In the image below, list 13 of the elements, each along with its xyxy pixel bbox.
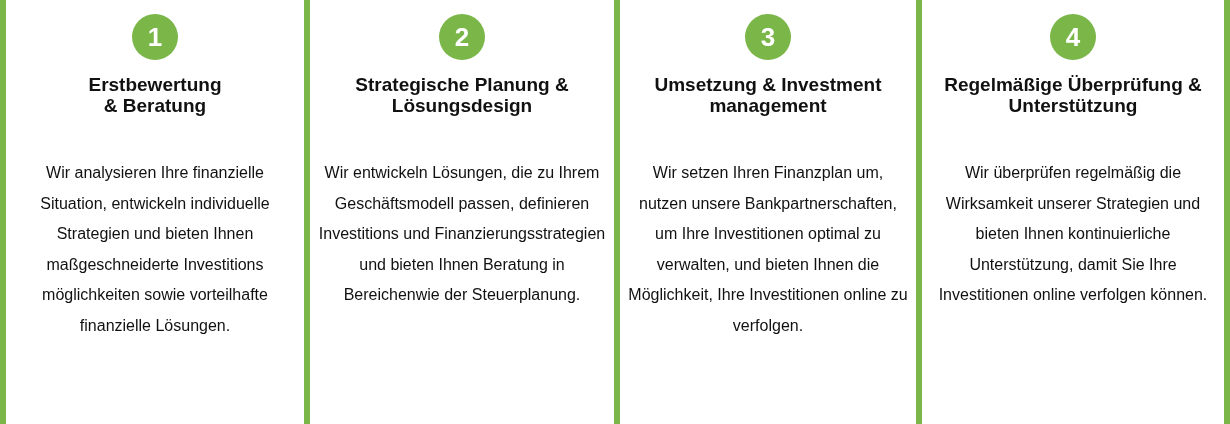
step-heading: Umsetzung & Investment management	[653, 74, 883, 116]
step-number: 3	[745, 14, 791, 60]
step-heading: Strategische Planung & Lösungsdesign	[354, 74, 570, 116]
step-number: 1	[132, 14, 178, 60]
step-number: 4	[1050, 14, 1096, 60]
step-description: Wir überprüfen regelmäßig die Wirksamkeit unserer Strategien und bieten Ihnen kontinuierliche Unterstützung, damit Sie Ihre Investitionen online verfolgen können.	[937, 163, 1209, 305]
step-number: 2	[439, 14, 485, 60]
step-heading: Regelmäßige Überprüfung & Unterstützung	[943, 74, 1203, 116]
step-heading: Erstbewertung & Beratung	[87, 74, 223, 116]
step-description: Wir entwickeln Lösungen, die zu Ihrem Geschäftsmodell passen, definieren Investitions und Finanzierungsstrategien und bieten Ihnen Beratung in Bereichenwie der Steuerplanung.	[318, 163, 606, 305]
step-description: Wir setzen Ihren Finanzplan um, nutzen unsere Bankpartnerschaften, um Ihre Investitionen optimal zu verwalten, und bieten Ihnen die Möglichkeit, Ihre Investitionen online zu verfolgen.	[628, 163, 908, 336]
step-column	[916, 0, 1230, 424]
step-description: Wir analysieren Ihre finanzielle Situation, entwickeln individuelle Strategien und bieten Ihnen maßgeschneiderte Investitions möglichkeiten sowie vorteilhafte finanzielle Lösungen.	[39, 163, 271, 336]
